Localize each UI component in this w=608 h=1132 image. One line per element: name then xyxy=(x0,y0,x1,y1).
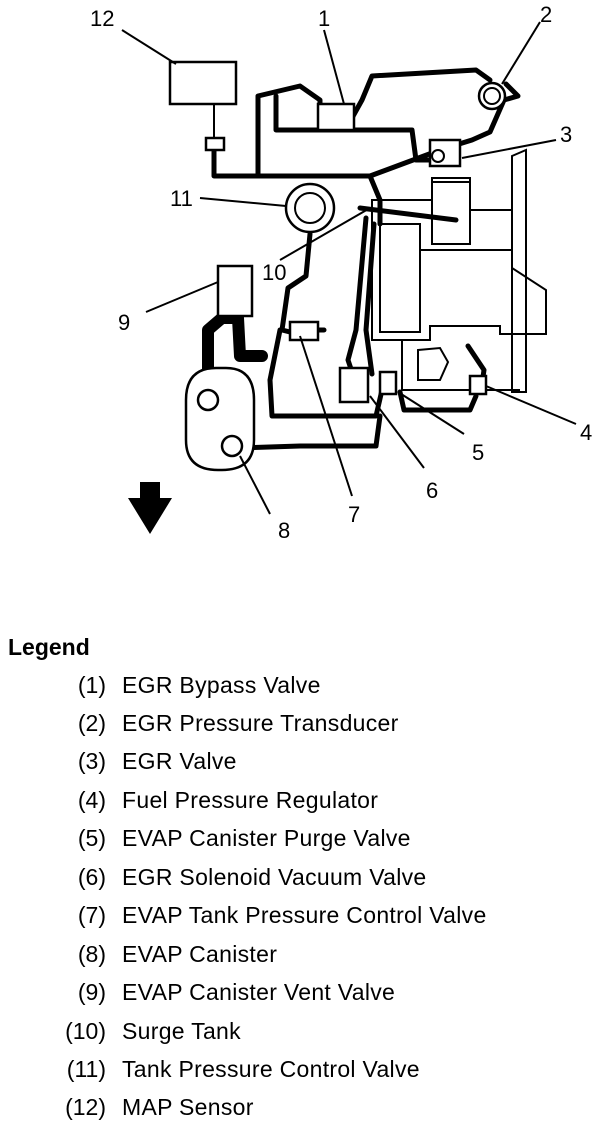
callout-labels: 1 2 3 4 5 6 7 8 9 10 11 12 xyxy=(90,2,592,543)
callout-8: 8 xyxy=(278,518,290,543)
leader-lines xyxy=(121,21,577,515)
canister-vent-hose xyxy=(202,312,268,404)
legend-item: (6) EGR Solenoid Vacuum Valve xyxy=(0,864,608,900)
legend-item-number: (9) xyxy=(77,979,106,1005)
legend-item-number: (1) xyxy=(77,672,106,698)
evap-tank-pressure-control-valve xyxy=(288,320,320,342)
legend-item: (7) EVAP Tank Pressure Control Valve xyxy=(0,902,608,938)
legend-item-number: (8) xyxy=(77,941,106,967)
legend-item: (5) EVAP Canister Purge Valve xyxy=(0,825,608,861)
legend-item-label: EGR Bypass Valve xyxy=(122,672,321,698)
evap-canister xyxy=(184,366,256,472)
legend-item-number: (10) xyxy=(65,1018,106,1044)
egr-valve xyxy=(428,138,462,168)
evap-canister-purge-valve xyxy=(378,370,398,396)
callout-1: 1 xyxy=(318,6,330,31)
callout-5: 5 xyxy=(472,440,484,465)
callout-2: 2 xyxy=(540,2,552,27)
legend-item-label: EVAP Tank Pressure Control Valve xyxy=(122,902,487,928)
legend-item: (4) Fuel Pressure Regulator xyxy=(0,787,608,823)
legend-item-label: EGR Pressure Transducer xyxy=(122,710,399,736)
engine-block xyxy=(371,148,547,393)
legend-item-label: MAP Sensor xyxy=(122,1094,254,1120)
map-sensor-connector xyxy=(204,136,226,152)
callout-10: 10 xyxy=(262,260,286,285)
legend-item: (12) MAP Sensor xyxy=(0,1094,608,1130)
legend-item-label: EVAP Canister xyxy=(122,941,278,967)
legend-item: (10) Surge Tank xyxy=(0,1018,608,1054)
callout-9: 9 xyxy=(118,310,130,335)
legend-item-label: EGR Solenoid Vacuum Valve xyxy=(122,864,427,890)
legend-item-label: Surge Tank xyxy=(122,1018,241,1044)
legend-item-number: (3) xyxy=(77,748,106,774)
legend-item: (8) EVAP Canister xyxy=(0,941,608,977)
egr-solenoid-vacuum-valve xyxy=(338,366,370,404)
legend-item-number: (11) xyxy=(66,1056,106,1082)
callout-12: 12 xyxy=(90,6,114,31)
legend-item-number: (4) xyxy=(77,787,106,813)
callout-4: 4 xyxy=(580,420,592,445)
legend-item-number: (6) xyxy=(77,864,106,890)
egr-bypass-valve xyxy=(316,102,356,132)
legend-item: (1) EGR Bypass Valve xyxy=(0,672,608,708)
legend-item-label: EGR Valve xyxy=(122,748,237,774)
tank-pressure-control-valve xyxy=(284,182,336,234)
legend-item-label: Tank Pressure Control Valve xyxy=(122,1056,420,1082)
callout-11: 11 xyxy=(170,186,193,211)
callout-7: 7 xyxy=(348,502,360,527)
legend-item-number: (2) xyxy=(77,710,106,736)
callout-3: 3 xyxy=(560,122,572,147)
legend-item: (11) Tank Pressure Control Valve xyxy=(0,1056,608,1092)
legend-title: Legend xyxy=(8,634,90,660)
legend-item: (9) EVAP Canister Vent Valve xyxy=(0,979,608,1015)
legend-item-label: Fuel Pressure Regulator xyxy=(122,787,379,813)
vacuum-hose-diagram: 1 2 3 4 5 6 7 8 9 10 11 12 xyxy=(90,2,592,543)
egr-pressure-transducer xyxy=(477,81,507,111)
legend-item-number: (12) xyxy=(65,1094,106,1120)
legend-item-number: (5) xyxy=(77,825,106,851)
callout-6: 6 xyxy=(426,478,438,503)
evap-canister-vent-valve xyxy=(216,264,254,318)
down-arrow-icon xyxy=(128,482,172,534)
legend-item-number: (7) xyxy=(77,902,106,928)
fuel-pressure-regulator xyxy=(468,374,488,396)
legend-item: (2) EGR Pressure Transducer xyxy=(0,710,608,746)
map-sensor xyxy=(168,60,238,106)
legend-item-label: EVAP Canister Vent Valve xyxy=(122,979,396,1005)
legend-item: (3) EGR Valve xyxy=(0,748,608,784)
legend-item-label: EVAP Canister Purge Valve xyxy=(122,825,411,851)
